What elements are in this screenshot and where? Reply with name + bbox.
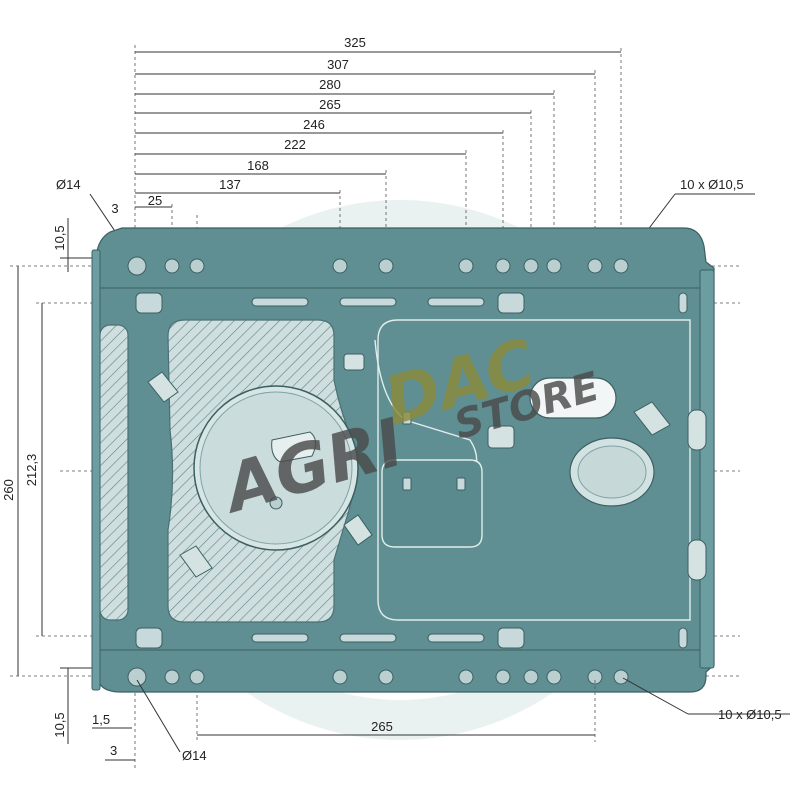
dim-307: 307 xyxy=(327,57,349,72)
top-leaders: Ø14 10 x Ø10,5 xyxy=(56,177,755,261)
offset-bottom-left-label: 10,5 xyxy=(52,712,67,737)
dim-265: 265 xyxy=(319,97,341,112)
dim-3-top: 3 xyxy=(111,201,118,216)
holes-note-bottom-label: 10 x Ø10,5 xyxy=(718,707,782,722)
seat-plate xyxy=(91,227,715,693)
bottom-hole-row xyxy=(127,667,629,687)
height-total-label: 260 xyxy=(1,479,16,501)
offset-top-left-label: 10,5 xyxy=(52,225,67,250)
hole-dia-top-label: Ø14 xyxy=(56,177,81,192)
dim-325: 325 xyxy=(344,35,366,50)
holes-note-top-label: 10 x Ø10,5 xyxy=(680,177,744,192)
oval-cutout xyxy=(529,377,617,419)
dim-168: 168 xyxy=(247,158,269,173)
dim-246: 246 xyxy=(303,117,325,132)
bottom-dimensions: 265 1,5 3 Ø14 10 x Ø10,5 xyxy=(92,677,790,763)
dim-280: 280 xyxy=(319,77,341,92)
bottom-three-label: 3 xyxy=(110,743,117,758)
mounting-clips xyxy=(147,353,671,578)
dim-222: 222 xyxy=(284,137,306,152)
slots xyxy=(135,292,688,649)
left-rail xyxy=(99,324,129,621)
height-inner-label: 212,3 xyxy=(24,454,39,487)
bottom-span-label: 265 xyxy=(371,719,393,734)
dim-25: 25 xyxy=(148,193,162,208)
hole-dia-bottom-label: Ø14 xyxy=(182,748,207,763)
top-hole-row xyxy=(127,256,629,276)
right-pocket-outline xyxy=(377,319,691,621)
dim-137: 137 xyxy=(219,177,241,192)
bottom-small-label: 1,5 xyxy=(92,712,110,727)
